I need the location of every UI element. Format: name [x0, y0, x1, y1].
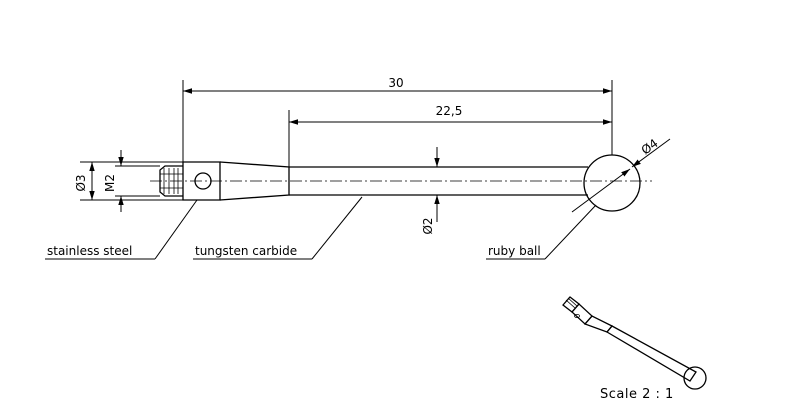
- dimension-shaft-length: 22,5: [288, 104, 612, 167]
- label-stainless-steel: stainless steel: [47, 244, 132, 258]
- dim-total-length-text: 30: [388, 76, 403, 90]
- leader-ruby-ball: ruby ball: [486, 204, 597, 260]
- leader-stainless-steel: stainless steel: [45, 199, 198, 260]
- dim-thread-diameter-text: Ø3: [74, 174, 88, 191]
- dimension-thread-size: M2: [103, 150, 160, 212]
- dim-stem-diameter-text: Ø2: [421, 217, 435, 234]
- ruby-ball: [583, 154, 641, 212]
- label-tungsten-carbide: tungsten carbide: [195, 244, 297, 258]
- dimension-ball-diameter: Ø4: [571, 136, 671, 213]
- dimension-thread-diameter: Ø3: [74, 161, 183, 201]
- dim-shaft-length-text: 22,5: [436, 104, 463, 118]
- label-ruby-ball: ruby ball: [488, 244, 541, 258]
- leader-tungsten-carbide: tungsten carbide: [193, 196, 363, 260]
- dim-ball-diameter-text: Ø4: [639, 136, 661, 157]
- dimension-total-length: 30: [182, 76, 613, 162]
- dimension-stem-diameter: Ø2: [421, 147, 440, 235]
- stylus-drawing: [150, 154, 652, 212]
- isometric-preview: [562, 296, 707, 390]
- dim-thread-size-text: M2: [103, 174, 117, 192]
- scale-note: Scale 2 : 1: [600, 387, 674, 402]
